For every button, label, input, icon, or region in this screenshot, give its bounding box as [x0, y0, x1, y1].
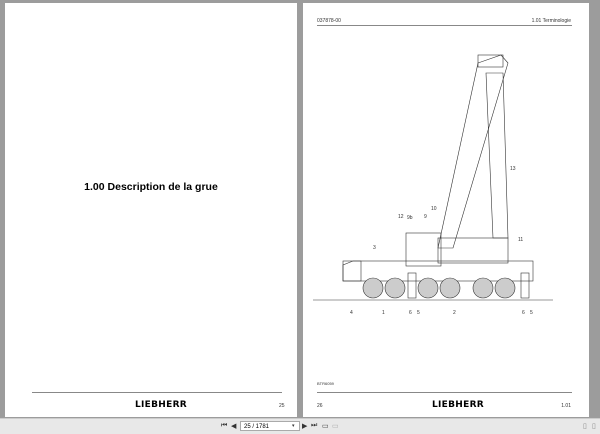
- right-page: 037878-00 1.01 Terminologie 12 9b 9 10 1…: [303, 3, 589, 417]
- counterweight: [405, 232, 442, 267]
- superstructure: [437, 237, 509, 264]
- liebherr-logo: LIEBHERR: [432, 400, 485, 410]
- crane-diagram: [313, 54, 553, 301]
- outrigger: [407, 272, 417, 299]
- callout-label: 1: [382, 310, 385, 316]
- callout-label: 5: [530, 310, 533, 316]
- page-title: 1.00 Description de la grue: [84, 181, 218, 193]
- fit-width-icon[interactable]: ▯: [592, 423, 596, 430]
- first-page-icon[interactable]: ⏮: [221, 422, 228, 429]
- boom: [437, 54, 509, 249]
- navigation-toolbar: ⏮ ◀ 25 / 1781 ▾ ▶ ⏭ ▭ ▭ ▯ ▯: [0, 418, 600, 434]
- doc-number: 037878-00: [317, 18, 341, 24]
- page-number: 25: [279, 403, 285, 409]
- section-title: 1.01 Terminologie: [531, 18, 571, 24]
- callout-label: 9: [424, 214, 427, 220]
- fit-page-icon[interactable]: ▯: [583, 423, 587, 430]
- callout-label: 6: [522, 310, 525, 316]
- callout-label: 13: [510, 166, 516, 172]
- two-page-icon[interactable]: ▭: [332, 423, 339, 430]
- liebherr-logo: LIEBHERR: [135, 400, 188, 410]
- single-page-icon[interactable]: ▭: [322, 423, 329, 430]
- header-divider: [317, 25, 572, 26]
- page-indicator: 25 / 1781: [244, 424, 270, 430]
- boom-head: [477, 54, 504, 68]
- last-page-icon[interactable]: ⏭: [311, 422, 318, 429]
- figure-id: BTR6059: [317, 381, 334, 386]
- wheels: [362, 277, 516, 299]
- callout-label: 9b: [407, 215, 413, 221]
- callout-label: 5: [417, 310, 420, 316]
- section-number: 1.01: [561, 403, 571, 409]
- page-number-input[interactable]: 25 / 1781: [240, 421, 300, 431]
- callout-label: 4: [350, 310, 353, 316]
- boom-section: [485, 72, 509, 239]
- callout-label: 10: [431, 206, 437, 212]
- callout-label: 6: [409, 310, 412, 316]
- footer-divider: [317, 392, 572, 393]
- outrigger: [520, 272, 530, 299]
- left-page: 1.00 Description de la grue LIEBHERR 25: [5, 3, 297, 417]
- callout-label: 3: [373, 245, 376, 251]
- callout-label: 12: [398, 214, 404, 220]
- previous-page-icon[interactable]: ◀: [231, 423, 237, 430]
- cab: [342, 260, 362, 282]
- footer-divider: [32, 392, 282, 393]
- next-page-icon[interactable]: ▶: [302, 423, 308, 430]
- callout-label: 11: [518, 237, 524, 243]
- callout-label: 2: [453, 310, 456, 316]
- page-number: 26: [317, 403, 323, 409]
- dropdown-icon[interactable]: ▾: [292, 423, 295, 429]
